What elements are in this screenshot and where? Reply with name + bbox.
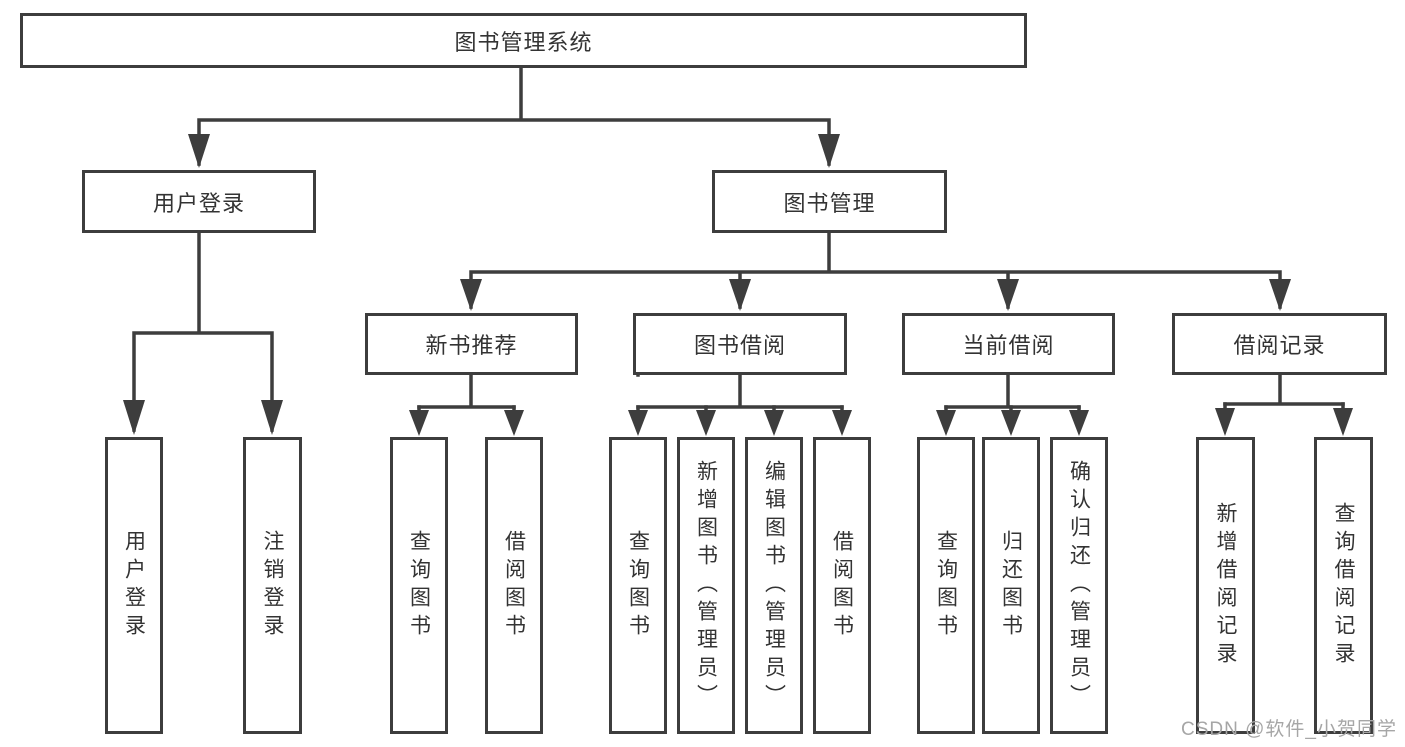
leaf-add-books-admin: 新增图书（管理员）: [677, 437, 735, 734]
node-current-borrowing-label: 当前借阅: [962, 333, 1055, 358]
leaf-return-books-label: 归还图书: [999, 529, 1023, 642]
leaf-logout: 注销登录: [243, 437, 302, 734]
leaf-query-books-2-label: 查询图书: [626, 529, 650, 642]
node-borrow-records: 借阅记录: [1172, 313, 1387, 375]
node-book-management-label: 图书管理: [783, 190, 876, 216]
leaf-borrow-books-2-label: 借阅图书: [830, 529, 854, 642]
leaf-logout-label: 注销登录: [261, 529, 284, 642]
leaf-user-login-label: 用户登录: [122, 529, 146, 642]
node-library-system-label: 图书管理系统: [454, 29, 593, 55]
leaf-edit-books-admin-label: 编辑图书（管理员）: [762, 459, 786, 712]
node-current-borrowing: 当前借阅: [902, 313, 1115, 375]
leaf-borrow-books-1-label: 借阅图书: [502, 529, 526, 642]
node-borrow-records-label: 借阅记录: [1233, 333, 1326, 358]
node-book-management: 图书管理: [712, 170, 947, 233]
leaf-add-books-admin-label: 新增图书（管理员）: [694, 459, 718, 712]
leaf-add-borrow-record-label: 新增借阅记录: [1214, 501, 1237, 670]
leaf-query-books-3-label: 查询图书: [934, 529, 958, 642]
leaf-borrow-books-1: 借阅图书: [485, 437, 543, 734]
node-book-borrowing-label: 图书借阅: [693, 333, 786, 358]
node-library-system: 图书管理系统: [20, 13, 1027, 68]
leaf-query-borrow-record: 查询借阅记录: [1314, 437, 1373, 734]
leaf-user-login: 用户登录: [105, 437, 163, 734]
node-new-book-recommend: 新书推荐: [365, 313, 578, 375]
leaf-confirm-return-admin: 确认归还（管理员）: [1050, 437, 1108, 734]
node-book-borrowing: 图书借阅: [633, 313, 847, 375]
leaf-confirm-return-admin-label: 确认归还（管理员）: [1067, 459, 1091, 712]
leaf-query-books-3: 查询图书: [917, 437, 975, 734]
leaf-query-books-1: 查询图书: [390, 437, 448, 734]
node-new-book-recommend-label: 新书推荐: [425, 333, 518, 358]
leaf-return-books: 归还图书: [982, 437, 1040, 734]
watermark: CSDN @软件_小贺同学: [1181, 719, 1397, 740]
leaf-add-borrow-record: 新增借阅记录: [1196, 437, 1255, 734]
leaf-edit-books-admin: 编辑图书（管理员）: [745, 437, 803, 734]
leaf-query-books-2: 查询图书: [609, 437, 667, 734]
node-user-login: 用户登录: [82, 170, 316, 233]
node-user-login-label: 用户登录: [152, 190, 245, 216]
leaf-query-books-1-label: 查询图书: [407, 529, 431, 642]
leaf-query-borrow-record-label: 查询借阅记录: [1332, 501, 1355, 670]
leaf-borrow-books-2: 借阅图书: [813, 437, 871, 734]
